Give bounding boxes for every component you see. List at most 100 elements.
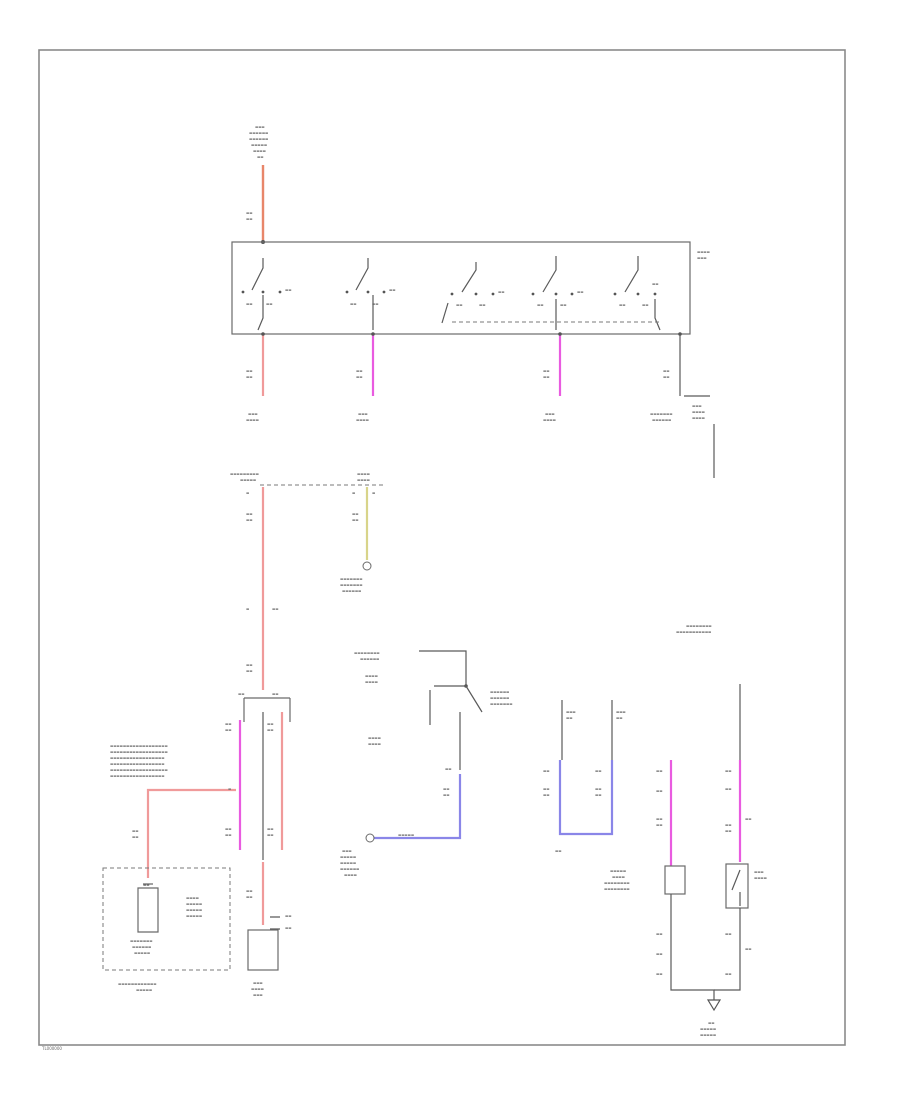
ground-wire-left <box>670 894 715 1000</box>
switch-contact-3: ▬▬ ▬▬ ▬▬ <box>441 262 504 324</box>
wire-code: ▬▬ <box>272 692 278 696</box>
switch-contact-5: ▬▬▬▬▬▬ <box>613 256 661 331</box>
svg-text:▬▬▬▬▬▬▬▬▬: ▬▬▬▬▬▬▬▬▬ <box>230 472 259 476</box>
wire-code: ▬▬ <box>246 369 252 373</box>
svg-text:▬▬: ▬▬ <box>350 302 356 306</box>
wire-code: ▬▬ <box>352 518 358 522</box>
switch-contact-2: ▬▬▬▬▬▬ <box>345 258 395 330</box>
svg-text:▬▬▬▬▬▬▬▬▬▬▬: ▬▬▬▬▬▬▬▬▬▬▬ <box>676 630 711 634</box>
svg-text:▬▬▬▬: ▬▬▬▬ <box>612 875 625 879</box>
svg-text:▬▬▬▬▬▬▬▬▬▬▬▬▬▬▬▬▬▬: ▬▬▬▬▬▬▬▬▬▬▬▬▬▬▬▬▬▬ <box>110 750 168 754</box>
svg-text:▬▬▬▬: ▬▬▬▬ <box>368 736 381 740</box>
page-id-label: TL000000 <box>41 1046 62 1051</box>
right-section-title: ▬▬▬▬▬▬▬▬▬▬▬▬▬▬▬▬▬▬▬ <box>676 624 712 634</box>
svg-text:▬▬▬: ▬▬▬ <box>253 981 263 985</box>
wire-code: ▬▬ <box>725 829 731 833</box>
wire-code: ▬▬ <box>443 793 449 797</box>
svg-text:▬▬▬▬: ▬▬▬▬ <box>186 896 199 900</box>
wire-code: ▬▬ <box>225 728 231 732</box>
wire-code: ▬▬ <box>225 833 231 837</box>
wire-code: ▬▬ <box>725 823 731 827</box>
ign-output-wire-4-tail <box>684 395 715 478</box>
engine-harness-label: ▬▬▬▬▬▬▬▬▬▬ <box>251 981 264 997</box>
svg-text:▬▬▬: ▬▬▬ <box>358 412 368 416</box>
svg-text:▬▬: ▬▬ <box>389 288 395 292</box>
wire-code: ▬▬ <box>132 829 138 833</box>
svg-text:▬▬▬▬: ▬▬▬▬ <box>692 410 705 414</box>
pnp-signal-wire <box>374 774 462 840</box>
svg-text:▬▬: ▬▬ <box>479 303 485 307</box>
svg-text:▬▬▬: ▬▬▬ <box>692 404 702 408</box>
svg-text:▬▬▬▬: ▬▬▬▬ <box>246 418 259 422</box>
splice-node <box>678 332 682 336</box>
splice-node <box>261 332 265 336</box>
svg-text:▬▬▬▬▬▬▬▬▬▬▬▬▬▬▬▬▬▬: ▬▬▬▬▬▬▬▬▬▬▬▬▬▬▬▬▬▬ <box>110 768 168 772</box>
wire-code: ▬▬ <box>272 607 278 611</box>
wire-code: ▬ <box>372 491 375 495</box>
wire-code: ▬▬ <box>246 211 252 215</box>
svg-text:▬▬: ▬▬ <box>619 303 625 307</box>
svg-text:▬▬▬▬▬▬▬: ▬▬▬▬▬▬▬ <box>650 412 672 416</box>
svg-text:▬▬▬: ▬▬▬ <box>566 710 576 714</box>
pressure-switch-wire <box>146 788 236 878</box>
svg-text:▬▬▬▬▬▬: ▬▬▬▬▬▬ <box>652 418 671 422</box>
svg-text:▬▬: ▬▬ <box>498 290 504 294</box>
svg-text:▬▬▬▬: ▬▬▬▬ <box>365 680 378 684</box>
splice-node <box>558 332 562 336</box>
svg-text:▬▬▬▬▬: ▬▬▬▬▬ <box>134 951 150 955</box>
wire-code: ▬▬ <box>543 769 549 773</box>
top-source-label: ▬▬▬ ▬▬▬▬▬▬ ▬▬▬▬▬▬ ▬▬▬▬▬ ▬▬▬▬ ▬▬ <box>249 125 268 159</box>
wire-code: ▬▬ <box>745 817 751 821</box>
right-blue-loop <box>558 760 614 836</box>
svg-text:▬▬▬▬: ▬▬▬▬ <box>368 742 381 746</box>
svg-text:▬▬▬: ▬▬▬ <box>754 870 764 874</box>
data-link-label: ▬▬▬▬▬▬▬▬ <box>357 472 370 482</box>
svg-text:▬▬▬▬▬▬: ▬▬▬▬▬▬ <box>342 589 361 593</box>
tcm-internal-label: ▬▬▬▬▬▬▬▬▬▬▬▬▬▬▬▬▬▬ <box>130 939 152 955</box>
tcm-connector-outline <box>243 697 291 722</box>
wire-code: ▬▬ <box>725 932 731 936</box>
svg-text:▬▬▬▬▬▬▬▬: ▬▬▬▬▬▬▬▬ <box>686 624 712 628</box>
svg-text:▬▬▬▬▬: ▬▬▬▬▬ <box>610 869 626 873</box>
wire-code: ▬▬ <box>246 512 252 516</box>
wire-code: ▬▬ <box>663 375 669 379</box>
wire-code: ▬ <box>352 491 355 495</box>
svg-text:▬▬: ▬▬ <box>246 302 252 306</box>
wire-code: ▬▬ <box>725 787 731 791</box>
tcm-side-label: ▬▬▬▬▬▬▬▬▬▬▬▬▬▬▬▬▬▬▬ <box>186 896 202 918</box>
switch-contact-4: ▬▬▬▬▬▬ <box>531 256 583 330</box>
svg-text:▬▬▬▬▬▬▬▬▬▬▬▬▬▬▬▬▬▬: ▬▬▬▬▬▬▬▬▬▬▬▬▬▬▬▬▬▬ <box>110 744 168 748</box>
right-fuse-label-1: ▬▬▬▬▬ <box>566 710 576 720</box>
data-link-label: ▬▬▬▬▬▬▬▬▬▬▬ <box>692 404 705 420</box>
svg-text:▬▬▬▬▬▬▬▬: ▬▬▬▬▬▬▬▬ <box>604 887 630 891</box>
pnp-input-wire <box>419 650 467 686</box>
svg-text:▬▬▬▬: ▬▬▬▬ <box>754 876 767 880</box>
wire-code: ▬▬ <box>267 722 273 726</box>
pnp-switch-blade <box>434 685 483 713</box>
svg-text:▬▬▬▬: ▬▬▬▬ <box>365 674 378 678</box>
svg-text:▬▬▬▬: ▬▬▬▬ <box>692 416 705 420</box>
svg-text:▬▬▬▬▬▬: ▬▬▬▬▬▬ <box>360 657 379 661</box>
wire-code: ▬▬ <box>656 932 662 936</box>
brake-sensor-label: ▬▬▬▬▬▬▬▬▬▬▬▬▬▬▬▬▬▬▬▬▬▬▬▬▬ <box>604 869 630 891</box>
wire-code: ▬▬ <box>595 769 601 773</box>
brake-switch-label: ▬▬▬▬▬▬▬ <box>754 870 767 880</box>
svg-text:▬▬▬▬: ▬▬▬▬ <box>253 149 266 153</box>
wire-code: ▬▬ <box>595 787 601 791</box>
wire-code: ▬▬ <box>543 793 549 797</box>
wire-code: ▬▬ <box>225 827 231 831</box>
svg-text:▬▬▬▬▬▬▬: ▬▬▬▬▬▬▬ <box>490 702 512 706</box>
svg-text:▬▬▬▬▬: ▬▬▬▬▬ <box>240 478 256 482</box>
wire-code: ▬▬ <box>555 849 561 853</box>
svg-text:▬▬▬▬▬: ▬▬▬▬▬ <box>186 902 202 906</box>
wire-code: ▬▬ <box>246 217 252 221</box>
pnp-switch-label: ▬▬▬▬▬▬▬▬▬▬▬▬▬▬▬▬▬▬▬ <box>490 690 512 706</box>
svg-text:▬▬▬▬: ▬▬▬▬ <box>357 472 370 476</box>
svg-text:▬▬▬▬▬: ▬▬▬▬▬ <box>251 143 267 147</box>
svg-text:▬▬: ▬▬ <box>577 290 583 294</box>
svg-text:▬▬▬▬▬▬: ▬▬▬▬▬▬ <box>249 131 268 135</box>
wire-code: ▬▬ <box>246 889 252 893</box>
wire-code: ▬▬ <box>285 926 291 930</box>
svg-text:▬▬: ▬▬ <box>456 303 462 307</box>
